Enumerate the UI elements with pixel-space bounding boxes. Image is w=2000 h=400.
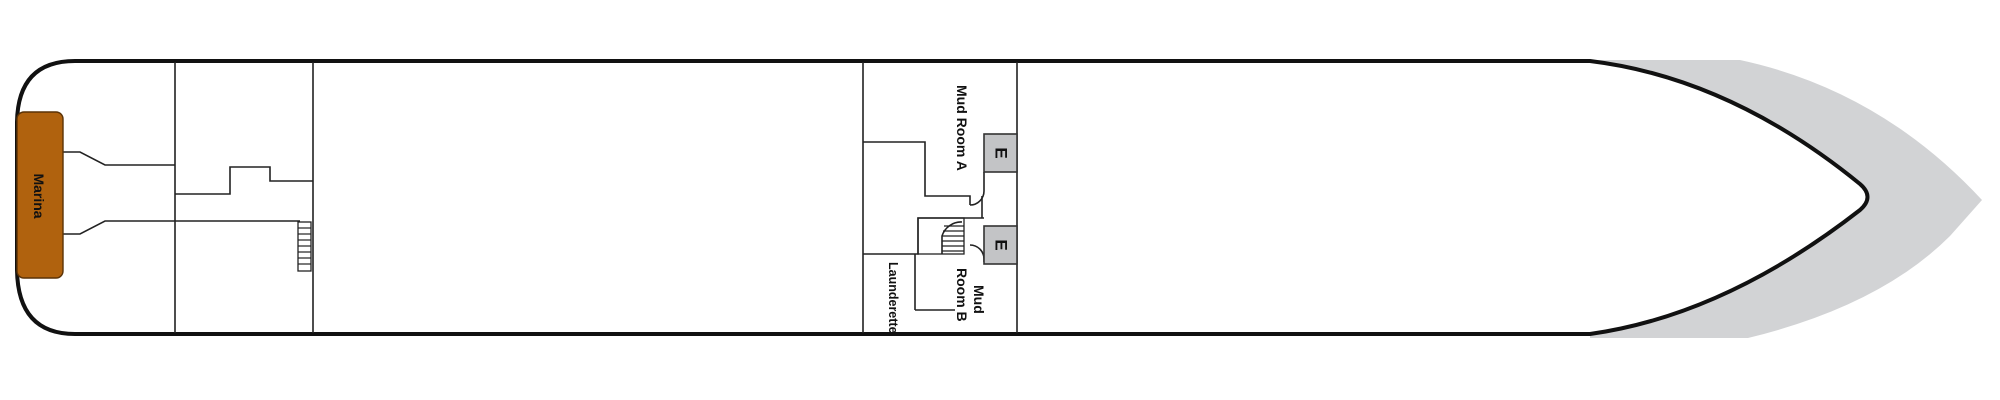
stairs-icon (917, 217, 965, 255)
elevator-label: E (992, 147, 1011, 158)
launderette-label: Launderette (886, 262, 900, 334)
marina-label: Marina (31, 173, 47, 218)
marina-platform (16, 111, 64, 279)
bulkheads (174, 62, 1018, 333)
hull-outline (15, 59, 1870, 336)
elevator-icon (983, 225, 1018, 265)
elevator-label: E (992, 239, 1011, 250)
aft-corridor-walls (62, 151, 313, 235)
elevator-icon (983, 133, 1018, 173)
stairs-icon (297, 221, 312, 272)
mud-room-a-label: Mud Room A (954, 85, 970, 171)
mud-room-b-label: Room B (954, 268, 970, 322)
mud-room-b-label: Mud (971, 285, 987, 314)
